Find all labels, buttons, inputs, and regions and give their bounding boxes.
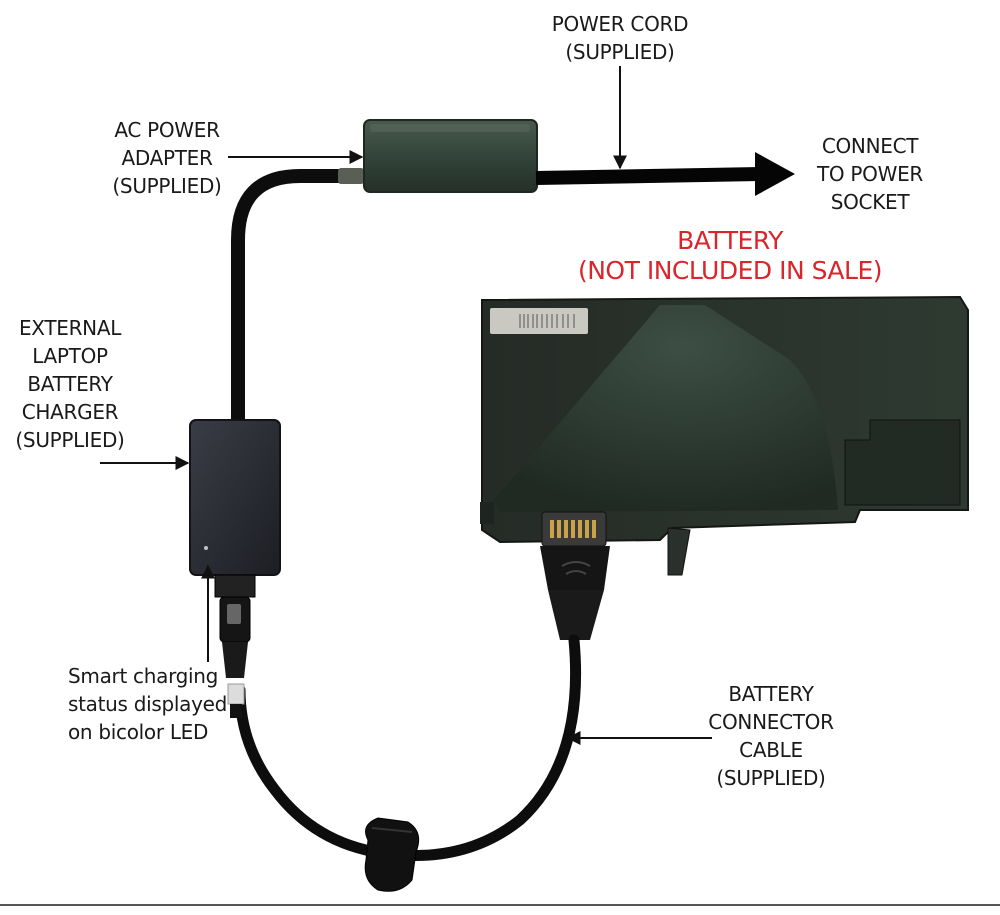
external-charger-line-1: EXTERNAL xyxy=(4,314,136,342)
battery-line-2: (NOT INCLUDED IN SALE) xyxy=(560,256,900,286)
power-cord-line-2: (SUPPLIED) xyxy=(540,38,700,66)
power-cord xyxy=(536,174,760,178)
ac-adapter-brick xyxy=(364,120,537,192)
bicolor-led xyxy=(204,546,208,550)
battery-line-1: BATTERY xyxy=(560,226,900,256)
external-charger-box xyxy=(190,420,280,575)
ac-adapter-line-1: AC POWER xyxy=(102,116,232,144)
connect-socket-line-2: TO POWER xyxy=(800,160,940,188)
smart-charging-label: Smart charging status displayed on bicol… xyxy=(68,662,228,746)
connect-socket-line-1: CONNECT xyxy=(800,132,940,160)
battery-label: BATTERY (NOT INCLUDED IN SALE) xyxy=(560,226,900,286)
connector-cable-line-3: CABLE xyxy=(700,736,842,764)
connector-cable-label: BATTERY CONNECTOR CABLE (SUPPLIED) xyxy=(700,680,842,792)
connector-cable-line-4: (SUPPLIED) xyxy=(700,764,842,792)
external-charger-line-4: CHARGER xyxy=(4,398,136,426)
ac-adapter-label: AC POWER ADAPTER (SUPPLIED) xyxy=(102,116,232,200)
bottom-divider xyxy=(0,904,1000,906)
power-cord-arrowhead xyxy=(755,152,795,196)
external-charger-line-5: (SUPPLIED) xyxy=(4,426,136,454)
power-cord-line-1: POWER CORD xyxy=(540,10,700,38)
smart-charging-line-3: on bicolor LED xyxy=(68,718,228,746)
power-cord-label: POWER CORD (SUPPLIED) xyxy=(540,10,700,66)
connector-cable-line-1: BATTERY xyxy=(700,680,842,708)
battery-connector-plug xyxy=(540,512,610,640)
cable-velcro-strap xyxy=(365,818,418,891)
battery-barcode-label xyxy=(490,308,588,334)
connector-cable-line-2: CONNECTOR xyxy=(700,708,842,736)
external-charger-line-2: LAPTOP xyxy=(4,342,136,370)
external-charger-line-3: BATTERY xyxy=(4,370,136,398)
connect-socket-line-3: SOCKET xyxy=(800,188,940,216)
ac-adapter-line-3: (SUPPLIED) xyxy=(102,172,232,200)
plug-release-icon xyxy=(227,604,241,624)
external-charger-label: EXTERNAL LAPTOP BATTERY CHARGER (SUPPLIE… xyxy=(4,314,136,454)
ac-adapter-line-2: ADAPTER xyxy=(102,144,232,172)
dc-cable xyxy=(238,176,345,425)
adapter-plug xyxy=(338,168,364,184)
connect-socket-label: CONNECT TO POWER SOCKET xyxy=(800,132,940,216)
smart-charging-line-2: status displayed xyxy=(68,690,228,718)
smart-charging-line-1: Smart charging xyxy=(68,662,228,690)
